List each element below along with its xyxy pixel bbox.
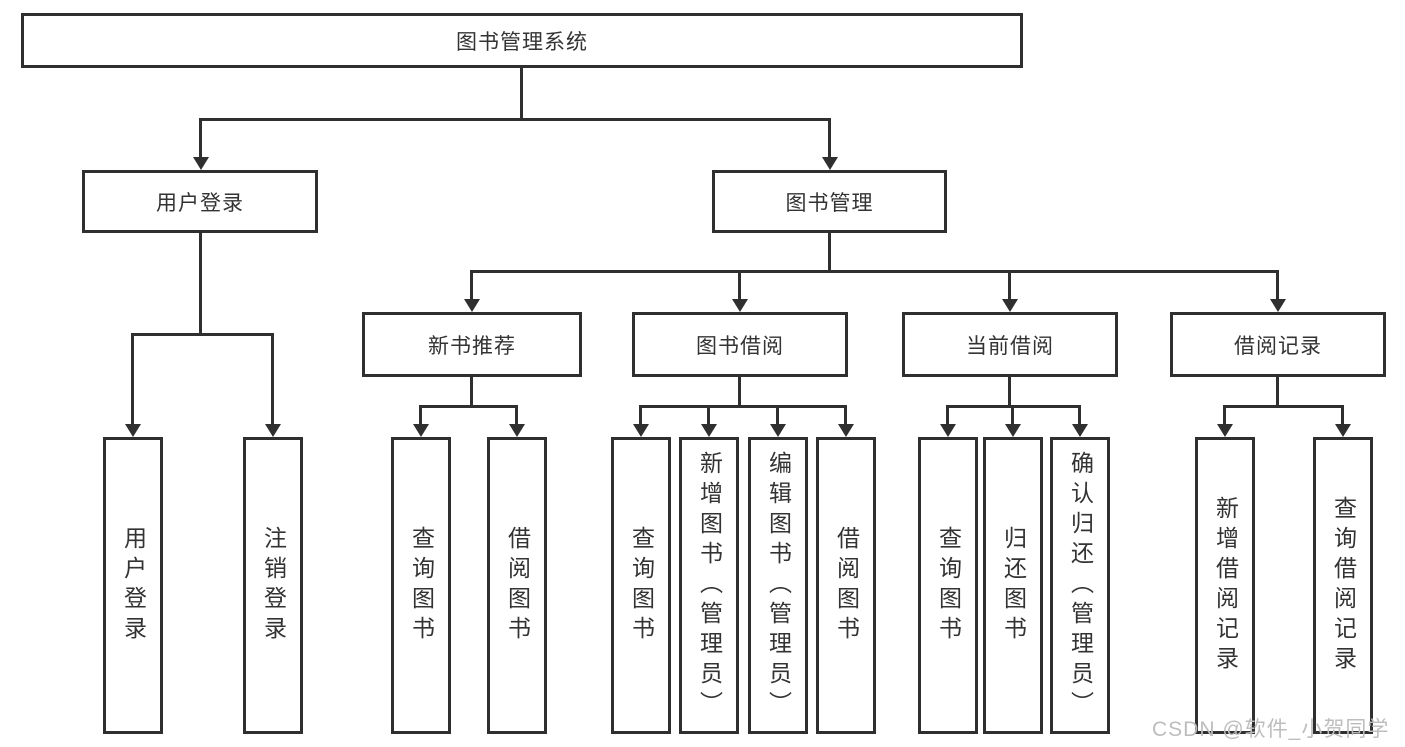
node-root: 图书管理系统 — [21, 13, 1023, 68]
node-current-borrow-label: 当前借阅 — [966, 334, 1054, 358]
arrow-to-leaf-return-book — [1004, 405, 1021, 437]
leaf-query-borrow-record: 查询借阅记录 — [1313, 437, 1373, 734]
arrow-to-leaf-query-books-3 — [939, 405, 956, 437]
leaf-logout: 注销登录 — [243, 437, 303, 734]
arrow-to-borrow-records — [1269, 270, 1286, 312]
arrow-to-leaf-add-record — [1216, 405, 1233, 437]
leaf-borrow-books-2-label: 借阅图书 — [833, 525, 860, 646]
leaf-query-books-3: 查询图书 — [918, 437, 978, 734]
leaf-add-book-admin-label: 新增图书（管理员） — [696, 450, 723, 721]
arrow-to-leaf-confirm-return — [1071, 405, 1088, 437]
leaf-query-borrow-record-label: 查询借阅记录 — [1330, 495, 1357, 676]
connector-book-borrow-stem — [738, 377, 741, 408]
arrow-to-user-login — [192, 118, 209, 170]
node-user-login-label: 用户登录 — [156, 191, 244, 215]
node-user-login: 用户登录 — [82, 170, 318, 233]
connector-root-stem — [520, 68, 523, 121]
arrow-to-leaf-user-login — [124, 333, 141, 437]
arrow-to-leaf-edit-book — [769, 405, 786, 437]
connector-book-mgmt-stem — [828, 233, 831, 273]
connector-new-book-rec-branch — [419, 405, 518, 408]
connector-new-book-rec-stem — [470, 377, 473, 408]
csdn-watermark: CSDN @软件_小贺同学 — [1152, 718, 1390, 741]
leaf-query-books-2-label: 查询图书 — [628, 525, 655, 646]
node-book-borrow: 图书借阅 — [632, 312, 848, 377]
leaf-borrow-books-1-label: 借阅图书 — [504, 525, 531, 646]
leaf-return-book: 归还图书 — [983, 437, 1043, 734]
leaf-query-books-1-label: 查询图书 — [408, 525, 435, 646]
leaf-add-borrow-record: 新增借阅记录 — [1195, 437, 1255, 734]
leaf-logout-label: 注销登录 — [260, 525, 287, 646]
leaf-borrow-books-1: 借阅图书 — [487, 437, 547, 734]
leaf-user-login-label: 用户登录 — [120, 525, 147, 646]
leaf-query-books-3-label: 查询图书 — [935, 525, 962, 646]
connector-book-borrow-branch — [639, 405, 847, 408]
connector-book-mgmt-branch — [470, 270, 1279, 273]
node-borrow-records-label: 借阅记录 — [1234, 334, 1322, 358]
arrow-to-leaf-query-record — [1334, 405, 1351, 437]
leaf-user-login: 用户登录 — [103, 437, 163, 734]
leaf-query-books-2: 查询图书 — [611, 437, 671, 734]
node-book-mgmt: 图书管理 — [712, 170, 947, 233]
leaf-borrow-books-2: 借阅图书 — [816, 437, 876, 734]
node-book-mgmt-label: 图书管理 — [785, 191, 874, 215]
leaf-query-books-1: 查询图书 — [391, 437, 451, 734]
arrow-to-leaf-query-books-1 — [412, 405, 429, 437]
arrow-to-leaf-borrow-books-2 — [837, 405, 854, 437]
arrow-to-leaf-logout — [264, 333, 281, 437]
connector-current-borrow-stem — [1008, 377, 1011, 408]
node-borrow-records: 借阅记录 — [1170, 312, 1386, 377]
arrow-to-current-borrow — [1001, 270, 1018, 312]
connector-user-login-branch — [131, 333, 274, 336]
leaf-confirm-return-admin: 确认归还（管理员） — [1050, 437, 1110, 734]
connector-root-branch — [199, 118, 831, 121]
leaf-edit-book-admin: 编辑图书（管理员） — [748, 437, 808, 734]
node-new-book-rec-label: 新书推荐 — [428, 334, 516, 358]
arrow-to-leaf-borrow-books-1 — [508, 405, 525, 437]
connector-borrow-records-stem — [1276, 377, 1279, 408]
leaf-edit-book-admin-label: 编辑图书（管理员） — [765, 450, 792, 721]
node-book-borrow-label: 图书借阅 — [696, 334, 784, 358]
arrow-to-leaf-query-books-2 — [632, 405, 649, 437]
arrow-to-new-book-rec — [463, 270, 480, 312]
leaf-add-book-admin: 新增图书（管理员） — [679, 437, 739, 734]
node-new-book-rec: 新书推荐 — [362, 312, 582, 377]
arrow-to-book-borrow — [731, 270, 748, 312]
arrow-to-book-mgmt — [821, 118, 838, 170]
leaf-confirm-return-admin-label: 确认归还（管理员） — [1067, 450, 1094, 721]
connector-borrow-records-branch — [1223, 405, 1344, 408]
connector-user-login-stem — [199, 233, 202, 336]
leaf-add-borrow-record-label: 新增借阅记录 — [1212, 495, 1239, 676]
node-root-label: 图书管理系统 — [456, 30, 588, 54]
arrow-to-leaf-add-book — [700, 405, 717, 437]
leaf-return-book-label: 归还图书 — [1000, 525, 1027, 646]
node-current-borrow: 当前借阅 — [902, 312, 1118, 377]
